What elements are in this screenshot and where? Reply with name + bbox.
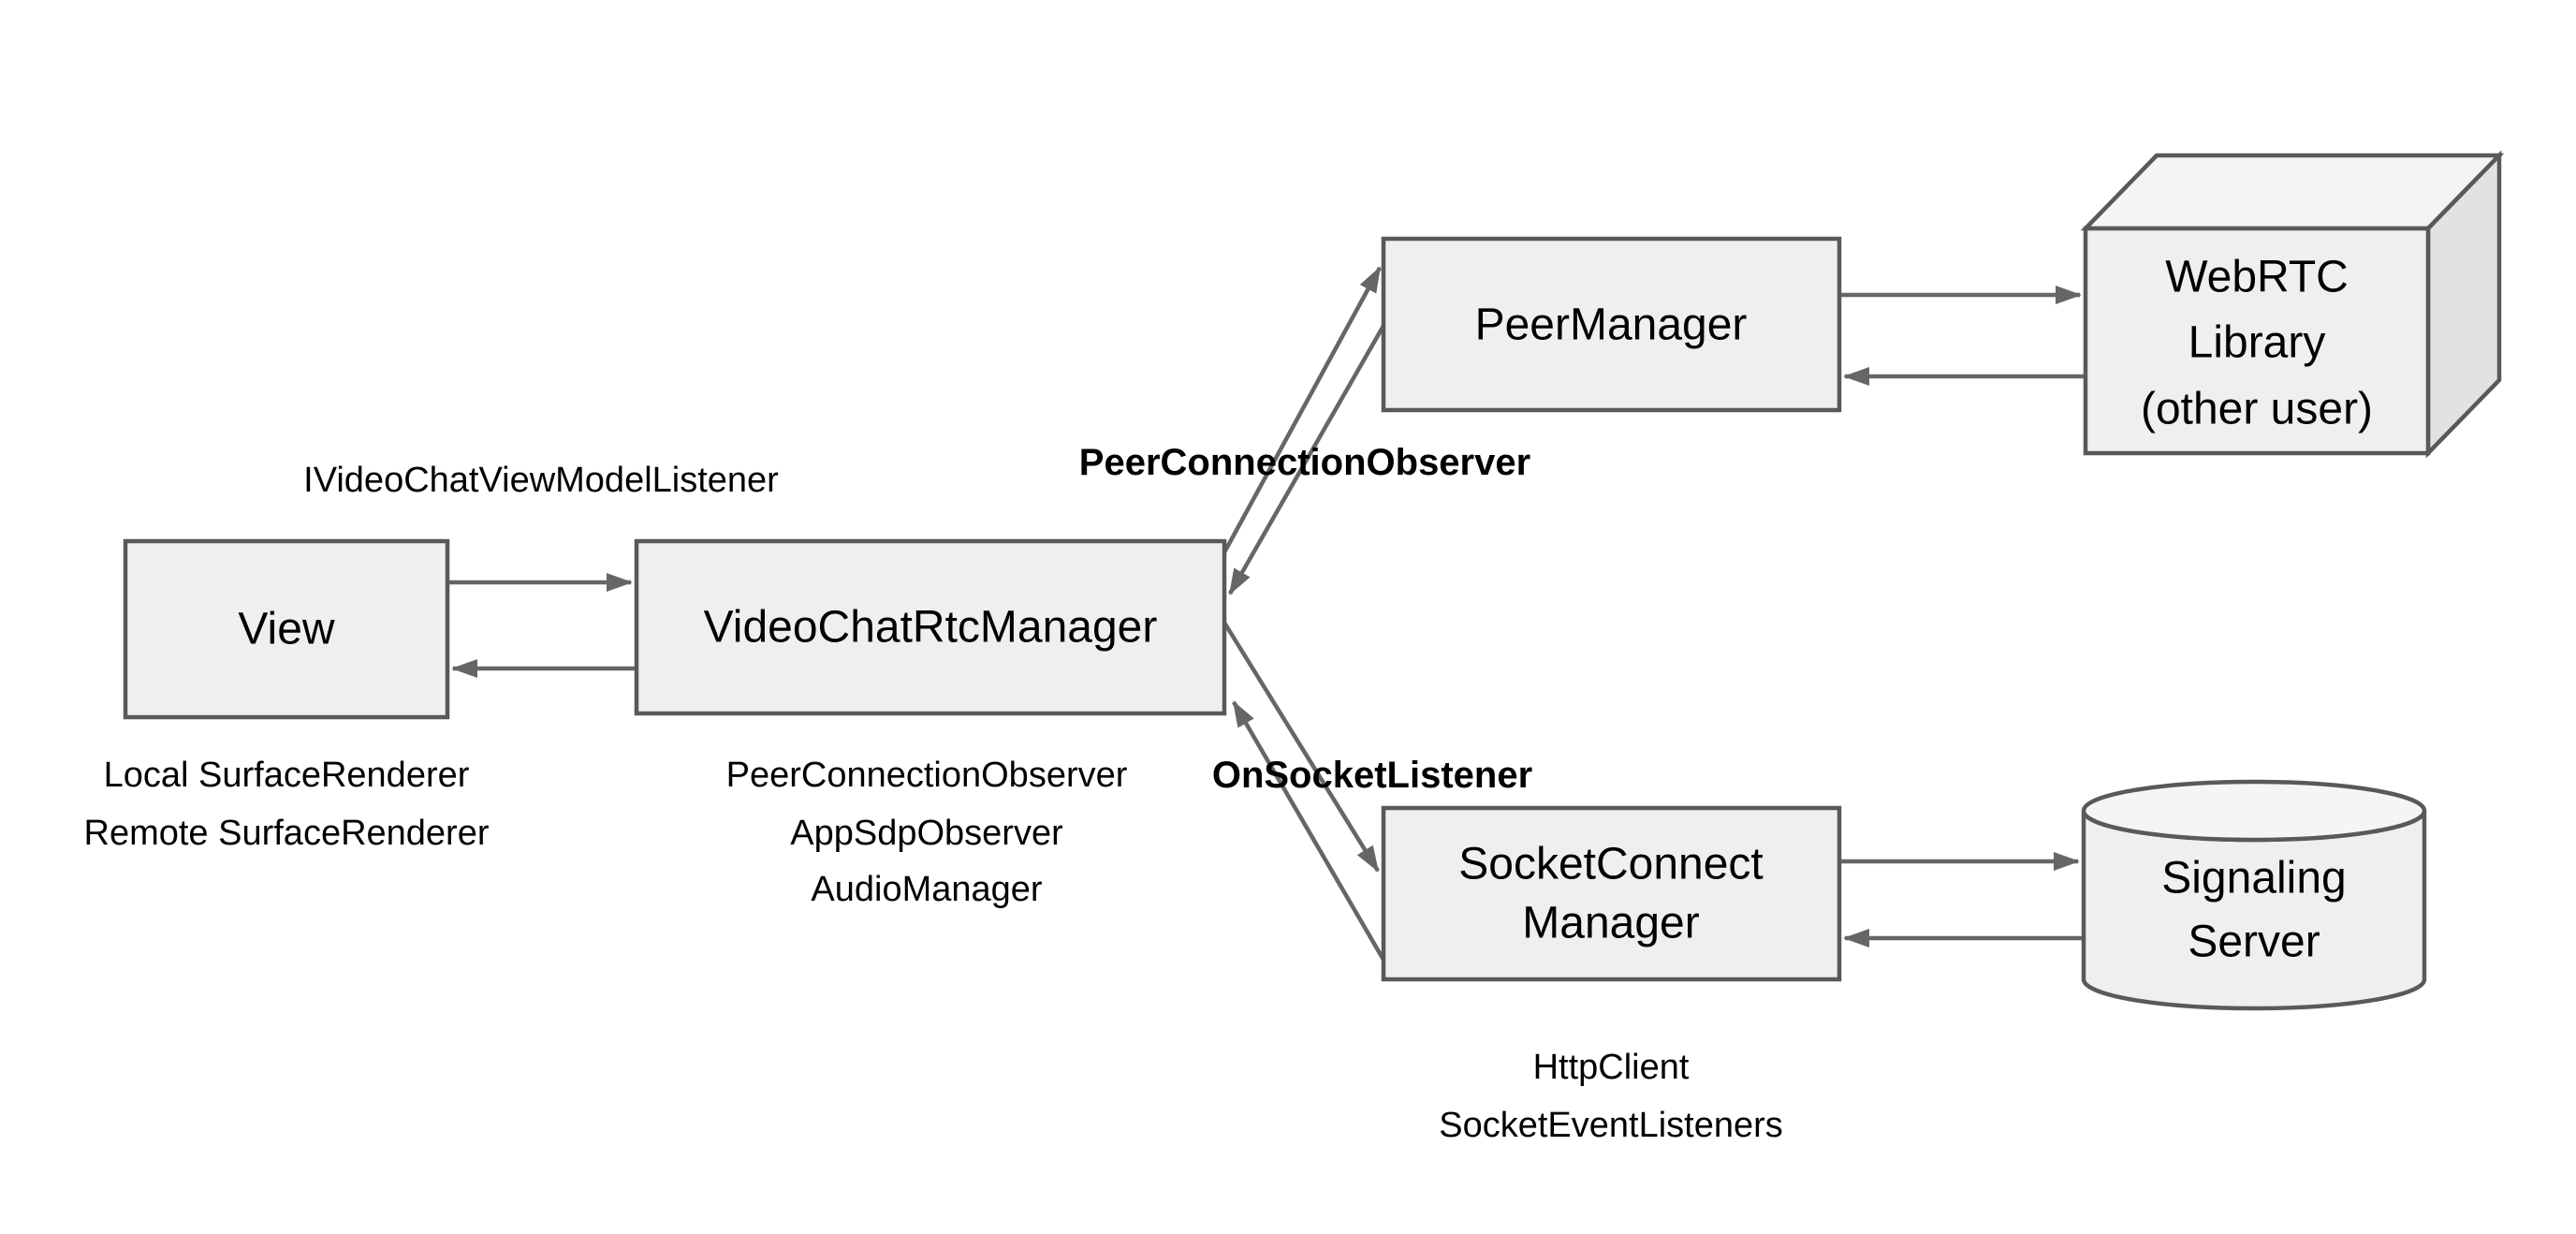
edges-view-vcrm	[447, 573, 637, 678]
webrtc-library-label-line1: WebRTC	[2165, 253, 2349, 302]
node-peer-manager: PeerManager	[1381, 236, 1842, 413]
peer-manager-box	[1381, 236, 1842, 413]
node-socket-connect-manager: SocketConnect Manager	[1381, 805, 1842, 982]
vcrm-sub-labels: PeerConnectionObserver AppSdpObserver Au…	[726, 756, 1128, 909]
socket-connect-manager-box	[1381, 805, 1842, 982]
arrow-peer-to-vcrm	[1228, 324, 1385, 595]
signaling-server-label-line2: Server	[2188, 918, 2320, 967]
node-webrtc-library: WebRTC Library (other user)	[2080, 150, 2505, 459]
arrow-vcrm-to-peer	[1222, 266, 1382, 554]
label-local-surface-renderer: Local SurfaceRenderer	[104, 756, 470, 795]
socket-sub-labels: HttpClient SocketEventListeners	[1439, 1048, 1783, 1145]
socket-connect-manager-label-line1: SocketConnect	[1458, 840, 1764, 889]
webrtc-library-label-line2: Library	[2188, 318, 2326, 368]
signaling-server-label-line1: Signaling	[2161, 854, 2346, 903]
label-app-sdp-observer: AppSdpObserver	[790, 814, 1063, 853]
label-peer-connection-observer: PeerConnectionObserver	[726, 756, 1128, 795]
socket-connect-manager-label-line2: Manager	[1522, 899, 1699, 948]
edges-peer-webrtc	[1839, 286, 2086, 386]
peer-manager-label: PeerManager	[1475, 301, 1748, 350]
label-ivideochat-viewmodel-listener: IVideoChatViewModelListener	[303, 461, 779, 500]
video-chat-rtc-manager-box	[634, 538, 1227, 716]
webrtc-library-label-line3: (other user)	[2141, 385, 2373, 434]
webrtc-cube-front-face	[2083, 226, 2431, 456]
arrow-vcrm-to-socket	[1222, 621, 1380, 873]
view-box	[123, 538, 450, 720]
view-sub-labels: Local SurfaceRenderer Remote SurfaceRend…	[84, 756, 490, 853]
edges-socket-signaling	[1839, 852, 2084, 948]
signaling-cylinder-top	[2081, 779, 2427, 843]
node-video-chat-rtc-manager: VideoChatRtcManager	[634, 538, 1227, 716]
label-peer-connection-observer-bold: PeerConnectionObserver	[1079, 442, 1530, 483]
node-view: View	[123, 538, 450, 720]
arrow-socket-to-vcrm	[1232, 700, 1385, 962]
label-on-socket-listener-bold: OnSocketListener	[1212, 755, 1532, 796]
edges-vcrm-socket	[1222, 621, 1385, 962]
label-http-client: HttpClient	[1533, 1048, 1690, 1087]
label-remote-surface-renderer: Remote SurfaceRenderer	[84, 814, 490, 853]
video-chat-rtc-manager-label: VideoChatRtcManager	[704, 603, 1158, 653]
edges-vcrm-peer	[1222, 266, 1385, 595]
node-signaling-server: Signaling Server	[2081, 779, 2427, 1011]
label-socket-event-listeners: SocketEventListeners	[1439, 1106, 1783, 1145]
label-audio-manager: AudioManager	[811, 870, 1043, 909]
view-label: View	[238, 605, 335, 654]
